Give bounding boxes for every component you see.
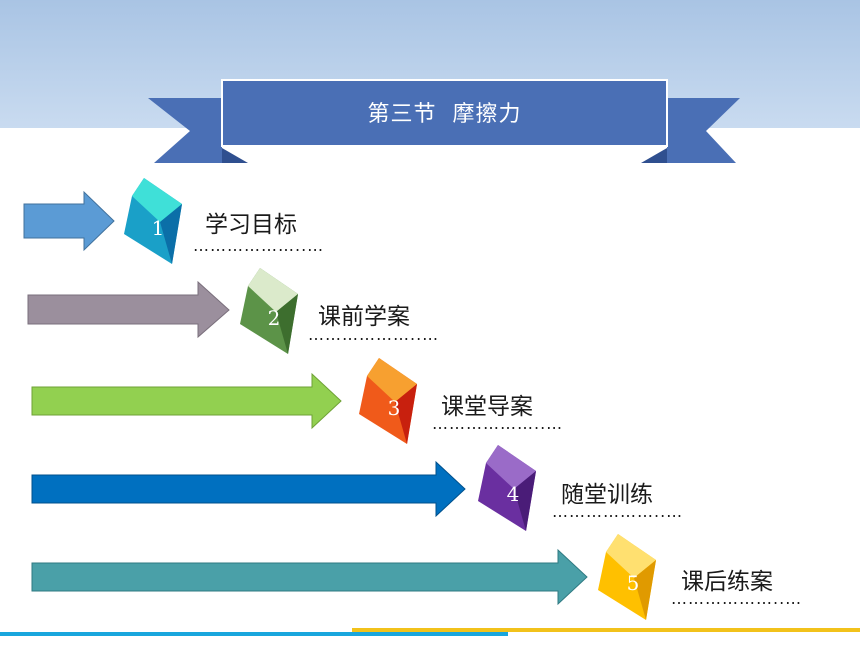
arrow-icon: [31, 372, 342, 430]
item-dots: ………………..…: [671, 589, 803, 608]
item-number: 3: [387, 396, 401, 420]
item-number: 4: [506, 482, 520, 506]
item-number: 2: [267, 306, 281, 330]
title-ribbon: [148, 79, 740, 163]
bottom-accent-line-yellow: [352, 628, 860, 632]
item-dots: ………………..…: [308, 325, 440, 344]
item-dots: ………………..…: [193, 236, 325, 255]
page-title: 第三节 摩擦力: [367, 102, 522, 127]
item-label: 课堂导案: [441, 394, 533, 420]
cube-icon: [478, 445, 536, 531]
arrow-icon: [31, 548, 588, 606]
item-number: 5: [626, 571, 640, 595]
cube-icon: [598, 534, 656, 620]
bottom-accent-line-blue: [0, 632, 508, 636]
item-label: 课前学案: [318, 304, 410, 330]
item-dots: ………………..…: [552, 502, 684, 521]
item-label: 学习目标: [205, 212, 297, 238]
item-dots: ………………..…: [432, 414, 564, 433]
arrow-icon: [31, 460, 466, 518]
item-number: 1: [151, 216, 165, 240]
arrow-icon: [27, 280, 230, 339]
cube-icon: [359, 358, 417, 444]
cube-icon: [240, 268, 298, 354]
item-label: 随堂训练: [561, 482, 653, 508]
cube-icon: [124, 178, 182, 264]
arrow-icon: [23, 190, 115, 252]
item-label: 课后练案: [681, 569, 773, 595]
